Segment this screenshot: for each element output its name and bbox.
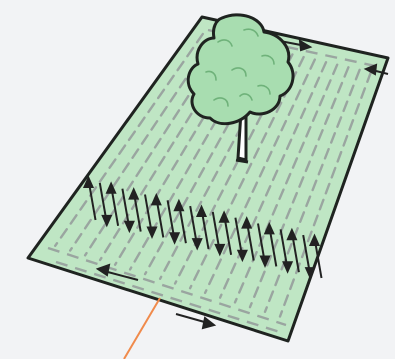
arrow-icon (95, 263, 139, 281)
mowing-stripe (263, 68, 361, 313)
arrow-icon (105, 181, 120, 226)
arrow-icon (263, 221, 278, 267)
bottom-border-line (47, 246, 287, 327)
arrow-icon (234, 217, 248, 263)
arrow-icon (150, 192, 165, 238)
canopy-texture (205, 28, 275, 107)
arrow-icon (195, 204, 210, 250)
border-arrows (95, 39, 389, 330)
arrow-icon (166, 200, 181, 245)
tree-canopy (186, 13, 295, 126)
arrow-icon (308, 233, 323, 279)
arrow-icon (98, 182, 113, 228)
mowing-stripe (218, 61, 328, 299)
mowing-stripe (54, 32, 205, 248)
arrow-icon (175, 313, 217, 330)
arrow-icon (302, 234, 316, 280)
pointer-line (123, 297, 161, 359)
tree-icon (186, 13, 295, 164)
arrow-icon (121, 188, 135, 234)
arrow-icon (128, 187, 142, 232)
mowing-stripe (278, 71, 372, 318)
arrow-icon (241, 216, 255, 261)
arrow-icon (257, 223, 271, 268)
arrow-icon (363, 63, 389, 76)
arrow-icon (144, 194, 158, 239)
mowing-stripe (188, 55, 305, 290)
arrow-icon (279, 229, 294, 274)
mowing-stripe (233, 63, 339, 304)
arrow-icon (218, 210, 233, 255)
tree-base (235, 158, 249, 164)
arrow-icon (82, 175, 97, 221)
arrow-icon (211, 211, 226, 257)
mowing-stripe (203, 58, 316, 295)
arrow-icon (286, 227, 300, 273)
arrow-icon (189, 205, 203, 251)
mowing-stripe (248, 66, 350, 309)
mowing-direction-arrows (82, 175, 323, 280)
arrow-icon (173, 198, 187, 244)
